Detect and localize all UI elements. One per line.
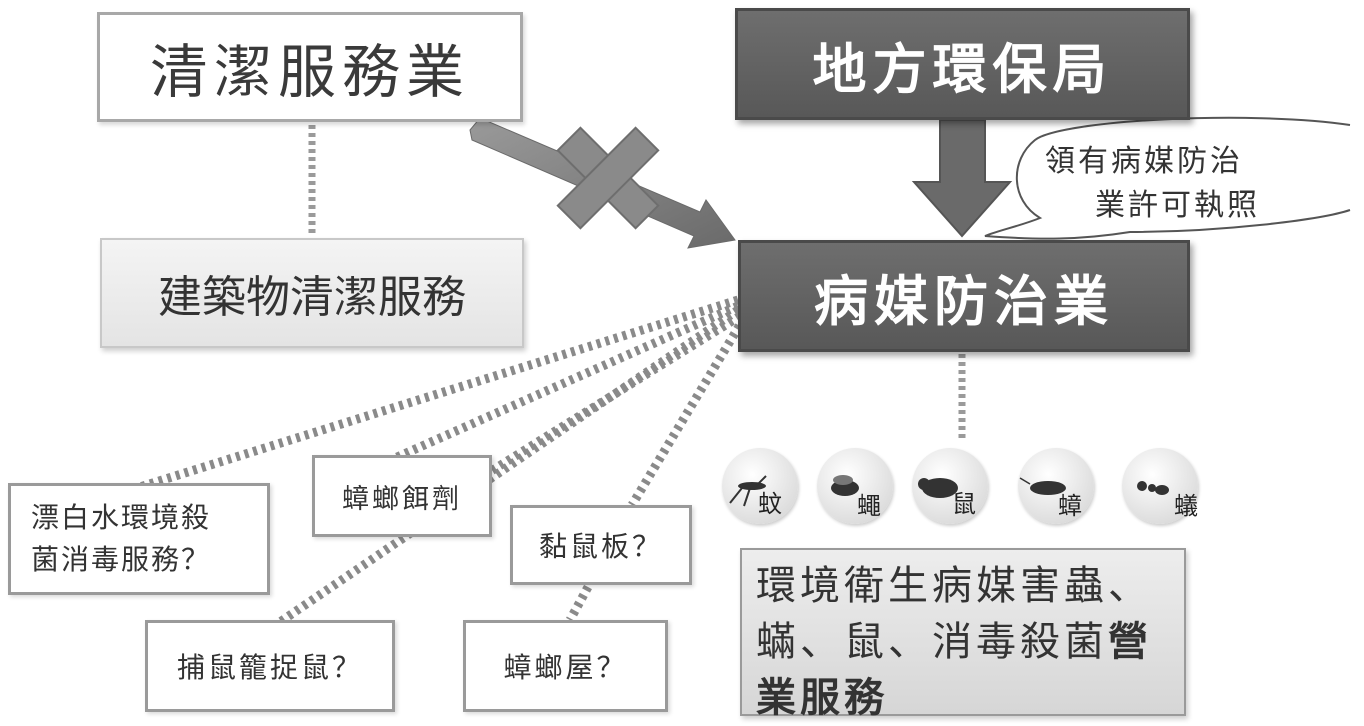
cleaning-industry-box: 清潔服務業 [97,12,523,122]
license-line-2: 業許可執照 [1095,188,1260,223]
pest-label-fly: 蠅 [857,492,881,520]
cockroach-bait-box: 蟑螂餌劑 [312,455,492,537]
rat-icon: 鼠 [912,448,988,524]
license-line-1: 領有病媒防治 [1045,144,1243,179]
pest-service-line-2-bold: 營 [1108,619,1152,665]
pest-label-cockroach: 蟑 [1058,492,1082,520]
rat-trap-label: 捕鼠籠捉鼠？ [176,651,363,684]
dotted-connector-glue [628,315,748,508]
cockroach-icon: 蟑 [1018,448,1094,524]
glue-board-box: 黏鼠板？ [510,505,692,585]
cleaning-industry-label: 清潔服務業 [149,38,470,106]
pest-service-line-2: 蟎、鼠、消毒殺菌 [756,619,1108,665]
license-bubble-text: 領有病媒防治 業許可執照 [1045,140,1305,228]
rat-trap-box: 捕鼠籠捉鼠？ [145,620,395,712]
down-arrow [911,119,1013,238]
mosquito-icon: 蚊 [722,448,798,524]
dotted-connector-glue-house [566,584,592,623]
glue-board-label: 黏鼠板？ [538,530,663,563]
pest-control-industry-box: 病媒防治業 [738,240,1190,352]
pest-service-box: 環境衛生病媒害蟲、 蟎、鼠、消毒殺菌營 業服務 [740,548,1186,721]
pest-label-rat: 鼠 [952,490,976,518]
cockroach-house-label: 蟑螂屋？ [503,651,628,684]
cross-icon [556,126,660,230]
dotted-connector-house [477,312,743,482]
bleach-service-box: 漂白水環境殺 菌消毒服務？ [8,483,270,595]
fly-icon: 蠅 [817,448,893,524]
cockroach-house-box: 蟑螂屋？ [463,620,668,712]
building-cleaning-label: 建築物清潔服務 [158,272,466,323]
pest-label-ant: 蟻 [1174,492,1198,520]
speech-bubble [984,116,1351,240]
bleach-service-line-2: 菌消毒服務？ [31,543,212,576]
local-epb-label: 地方環保局 [812,37,1113,101]
pest-service-line-1: 環境衛生病媒害蟲、 [756,563,1152,609]
dotted-connector-bleach [138,295,740,492]
pest-label-mosquito: 蚊 [758,490,782,518]
bleach-service-line-1: 漂白水環境殺 [31,501,212,534]
pest-control-industry-label: 病媒防治業 [814,269,1114,333]
local-epb-box: 地方環保局 [735,8,1190,120]
cockroach-bait-label: 蟑螂餌劑 [342,483,462,515]
building-cleaning-box: 建築物清潔服務 [100,238,524,348]
ant-icon: 蟻 [1122,448,1198,524]
pest-service-line-3: 業服務 [756,675,888,721]
